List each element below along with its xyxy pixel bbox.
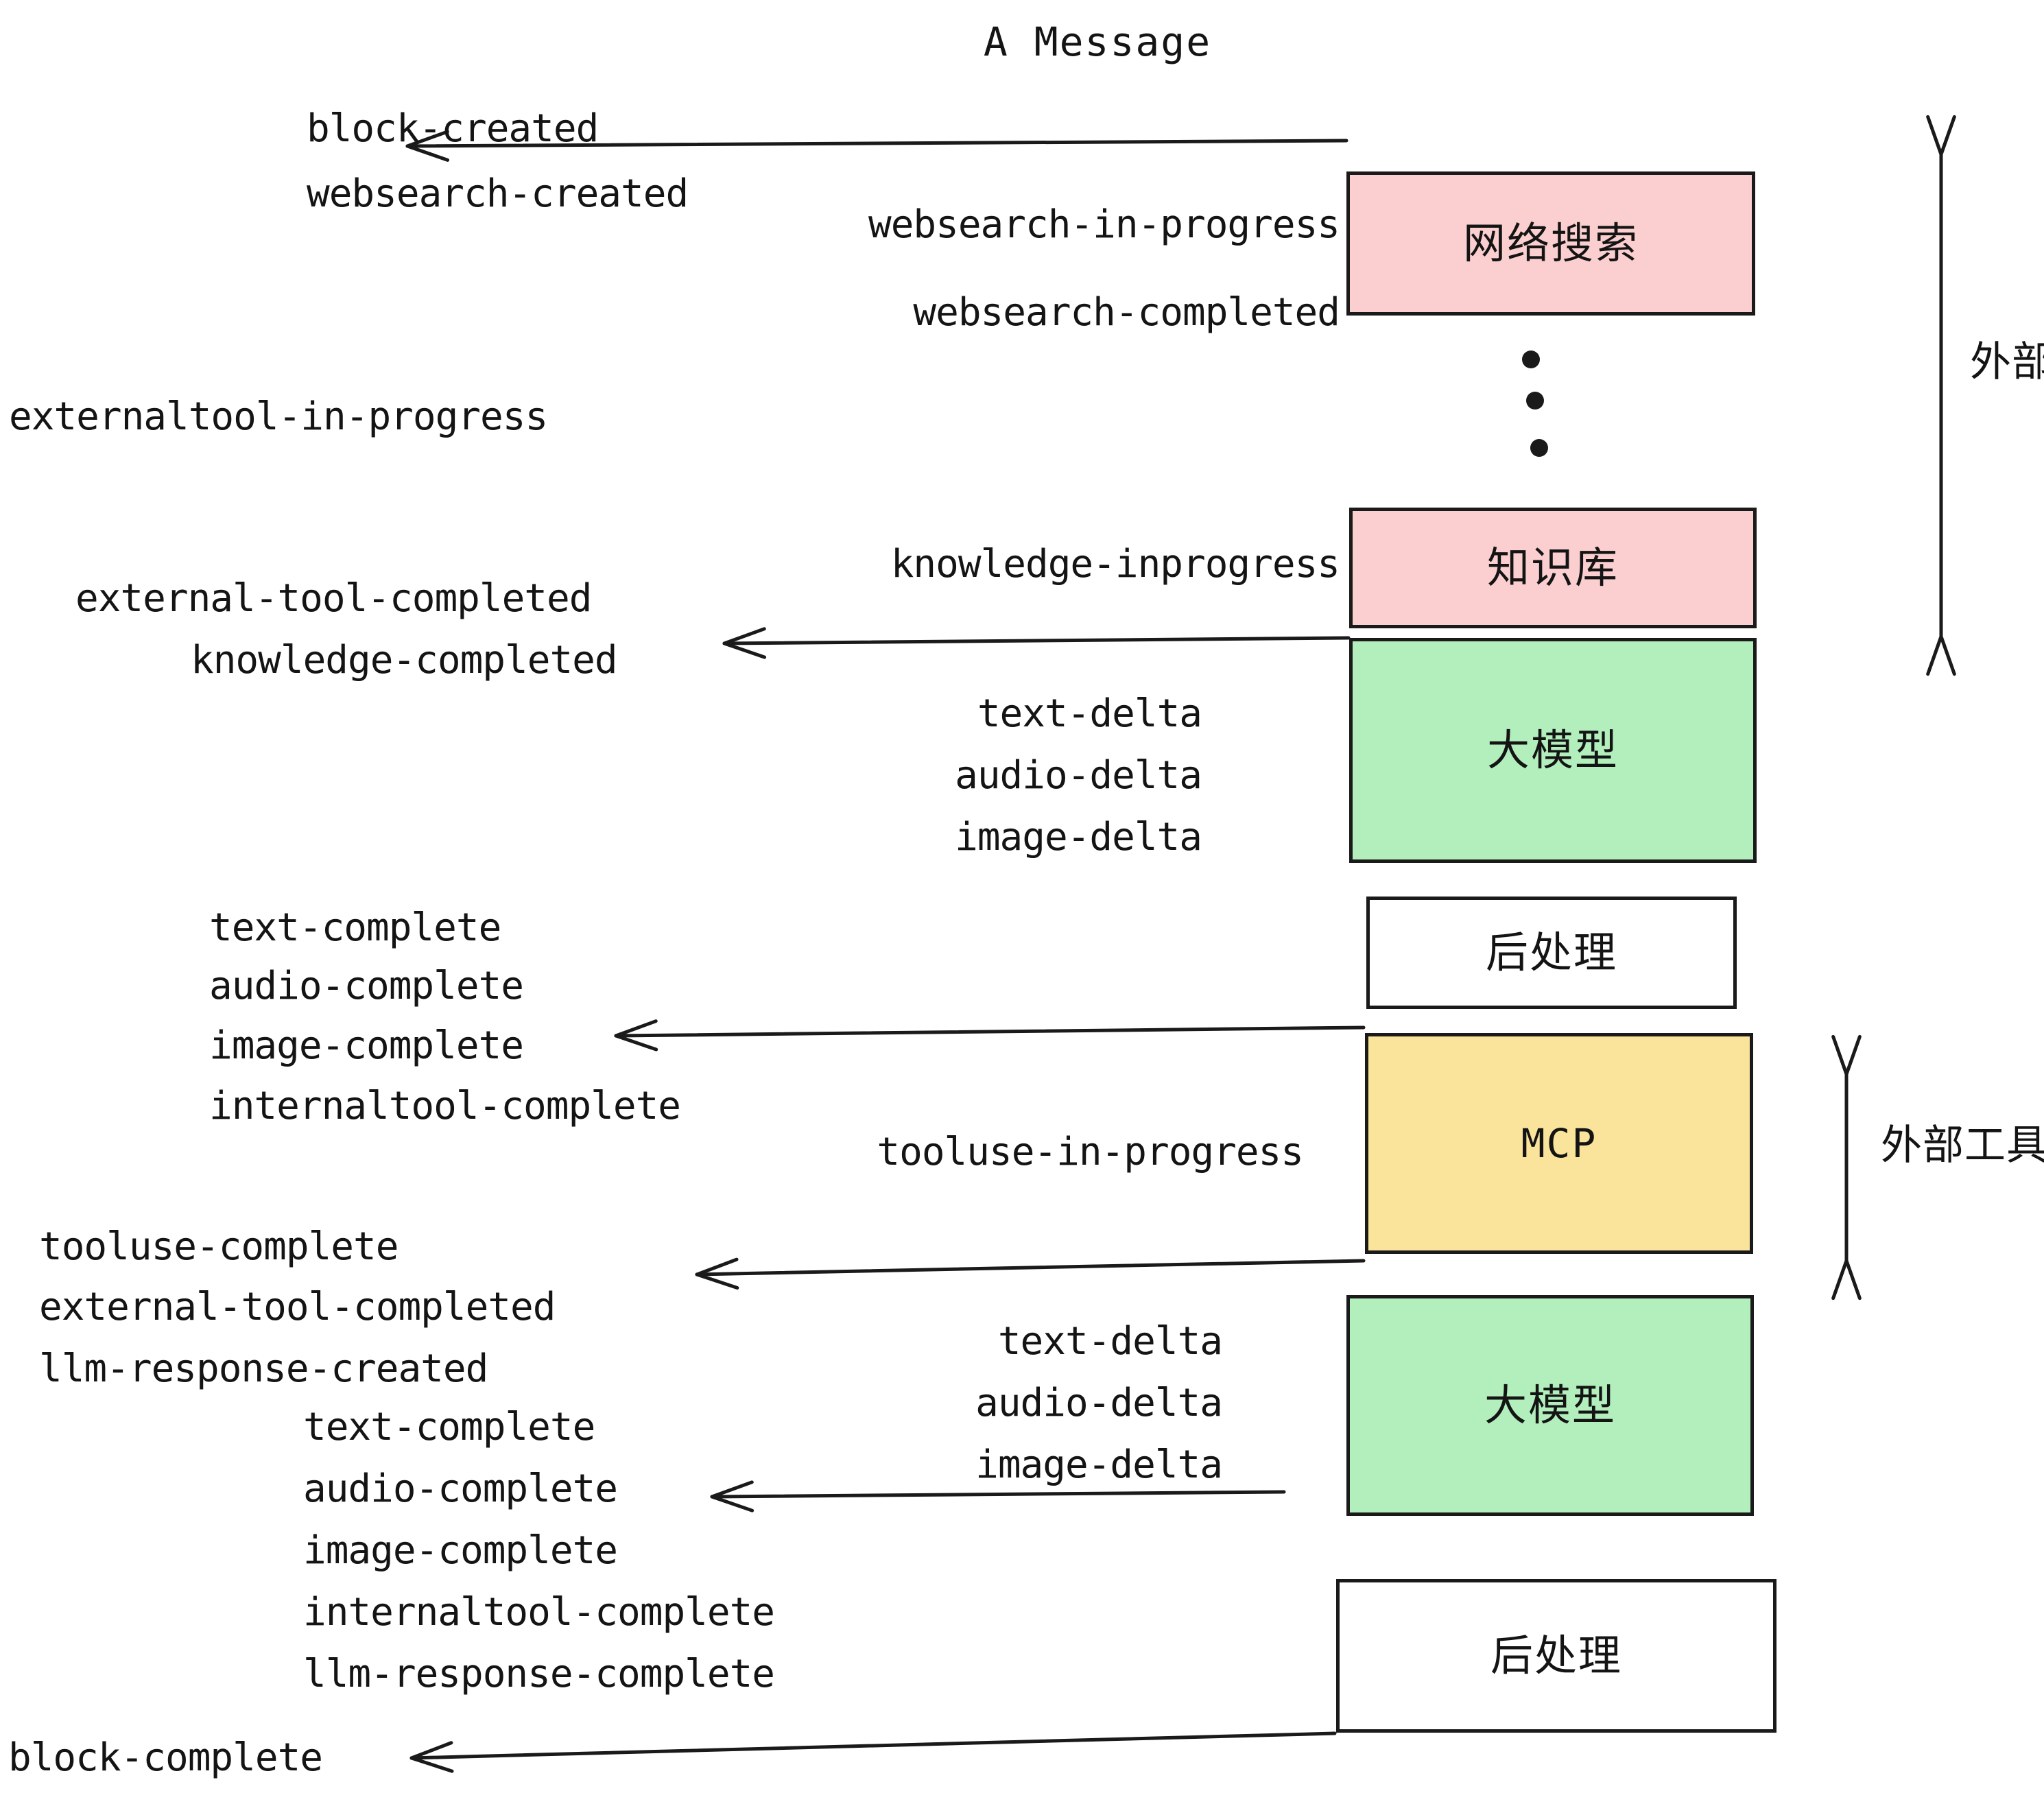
event-internaltool-complete-1: internaltool-complete: [209, 1084, 681, 1128]
event-externaltool-in-prog: externaltool-in-progress: [9, 394, 548, 439]
event-block-created: block-created: [307, 106, 599, 151]
event-text-complete-2: text-complete: [303, 1405, 595, 1449]
label-external-tools-bottom: 外部工具: [1881, 1121, 2044, 1170]
arrow-tooluse-complete: [695, 1257, 1366, 1290]
event-llm-response-complete: llm-response-complete: [303, 1652, 775, 1696]
arrow-image-complete: [614, 1019, 1366, 1052]
event-internaltool-complete-2: internaltool-complete: [303, 1590, 775, 1635]
node-mcp: MCP: [1365, 1033, 1753, 1254]
node-llm-2: 大模型: [1346, 1295, 1754, 1516]
event-block-complete: block-complete: [8, 1735, 323, 1780]
event-tooluse-in-progress: tooluse-in-progress: [877, 1130, 1304, 1174]
node-postproc-2: 后处理: [1336, 1579, 1776, 1733]
external-tools-arrow-bottom: [1831, 1034, 1862, 1301]
event-audio-delta-1: audio-delta: [955, 753, 1202, 798]
event-knowledge-completed: knowledge-completed: [191, 638, 618, 683]
ellipsis-dot: [1522, 351, 1540, 368]
event-websearch-in-progress: websearch-in-progress: [868, 202, 1340, 247]
event-image-complete-2: image-complete: [303, 1528, 618, 1573]
event-tooluse-complete: tooluse-complete: [39, 1224, 399, 1269]
node-llm-1: 大模型: [1349, 638, 1757, 863]
arrow-knowledge-done: [722, 627, 1351, 659]
event-image-complete-1: image-complete: [209, 1023, 524, 1068]
event-audio-complete-1: audio-complete: [209, 964, 524, 1008]
event-knowledge-inprogress: knowledge-inprogress: [890, 542, 1340, 586]
event-text-delta-1: text-delta: [977, 691, 1202, 736]
node-websearch: 网络搜索: [1346, 171, 1755, 316]
event-external-tool-completed-1: external-tool-completed: [75, 576, 592, 621]
page-title: A Message: [983, 19, 1212, 65]
event-text-complete-1: text-complete: [209, 905, 501, 950]
event-external-tool-completed-2: external-tool-completed: [39, 1285, 556, 1329]
event-websearch-created: websearch-created: [307, 171, 689, 216]
ellipsis-dot: [1530, 439, 1548, 457]
node-knowledge: 知识库: [1349, 508, 1757, 628]
event-llm-response-created: llm-response-created: [39, 1346, 488, 1391]
event-image-delta-1: image-delta: [955, 815, 1202, 859]
event-image-delta-2: image-delta: [975, 1443, 1223, 1487]
event-text-delta-2: text-delta: [997, 1319, 1223, 1364]
external-tools-arrow-top: [1926, 115, 1956, 676]
arrow-block-complete: [409, 1731, 1337, 1773]
event-audio-delta-2: audio-delta: [975, 1381, 1223, 1425]
node-postproc-1: 后处理: [1366, 897, 1737, 1009]
label-external-tools-top: 外部工具: [1970, 338, 2044, 386]
event-audio-complete-2: audio-complete: [303, 1467, 618, 1511]
event-websearch-completed: websearch-completed: [913, 290, 1340, 335]
ellipsis-dot: [1526, 392, 1544, 410]
